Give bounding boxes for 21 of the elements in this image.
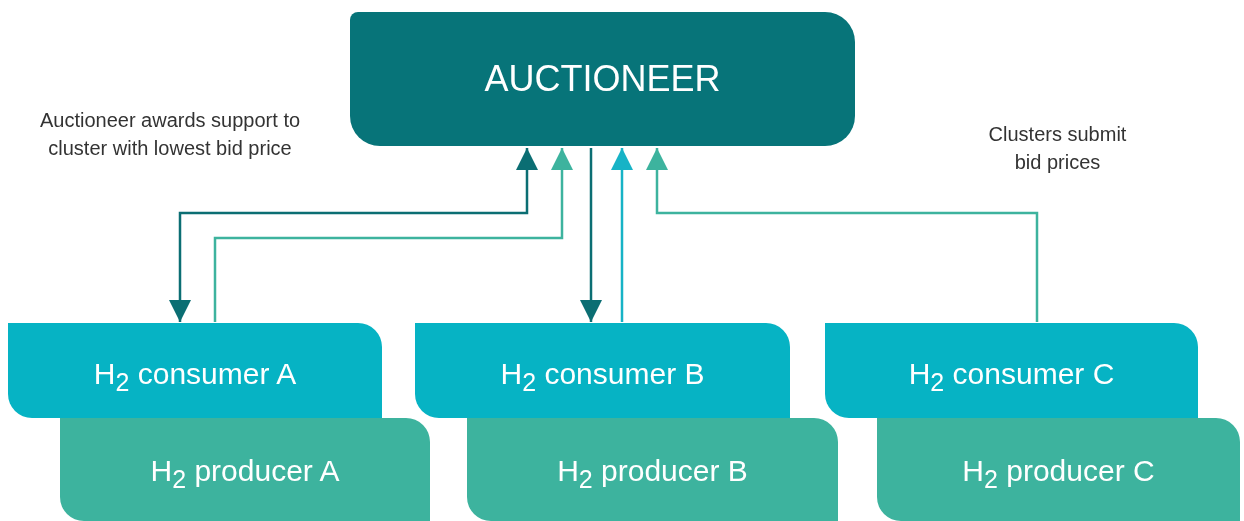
node-label: H$_{2}$ producer B xyxy=(557,453,748,494)
producer-box xyxy=(877,418,1240,521)
auctioneer-box xyxy=(350,12,855,146)
annotation-text: Auctioneer awards support to cluster with lowest bid price xyxy=(38,108,302,161)
node-label: H$_{2}$ consumer C xyxy=(908,356,1115,397)
node-label: H$_{2}$ consumer B xyxy=(500,356,705,397)
arrow xyxy=(611,148,633,322)
annotation-text: Clusters submit bid prices xyxy=(987,122,1128,175)
node-label: H$_{2}$ consumer A xyxy=(93,356,297,397)
consumer-box xyxy=(415,323,790,418)
arrow xyxy=(169,148,538,322)
node-label: H$_{2}$ producer A xyxy=(150,453,340,494)
consumer-box xyxy=(825,323,1198,418)
producer-box xyxy=(60,418,430,521)
node-label: H$_{2}$ producer C xyxy=(962,453,1155,494)
consumer-box xyxy=(8,323,382,418)
arrow xyxy=(580,148,602,322)
producer-box xyxy=(467,418,838,521)
arrow xyxy=(646,148,1039,322)
node-label: AUCTIONEER xyxy=(484,58,721,100)
arrow xyxy=(213,148,573,322)
